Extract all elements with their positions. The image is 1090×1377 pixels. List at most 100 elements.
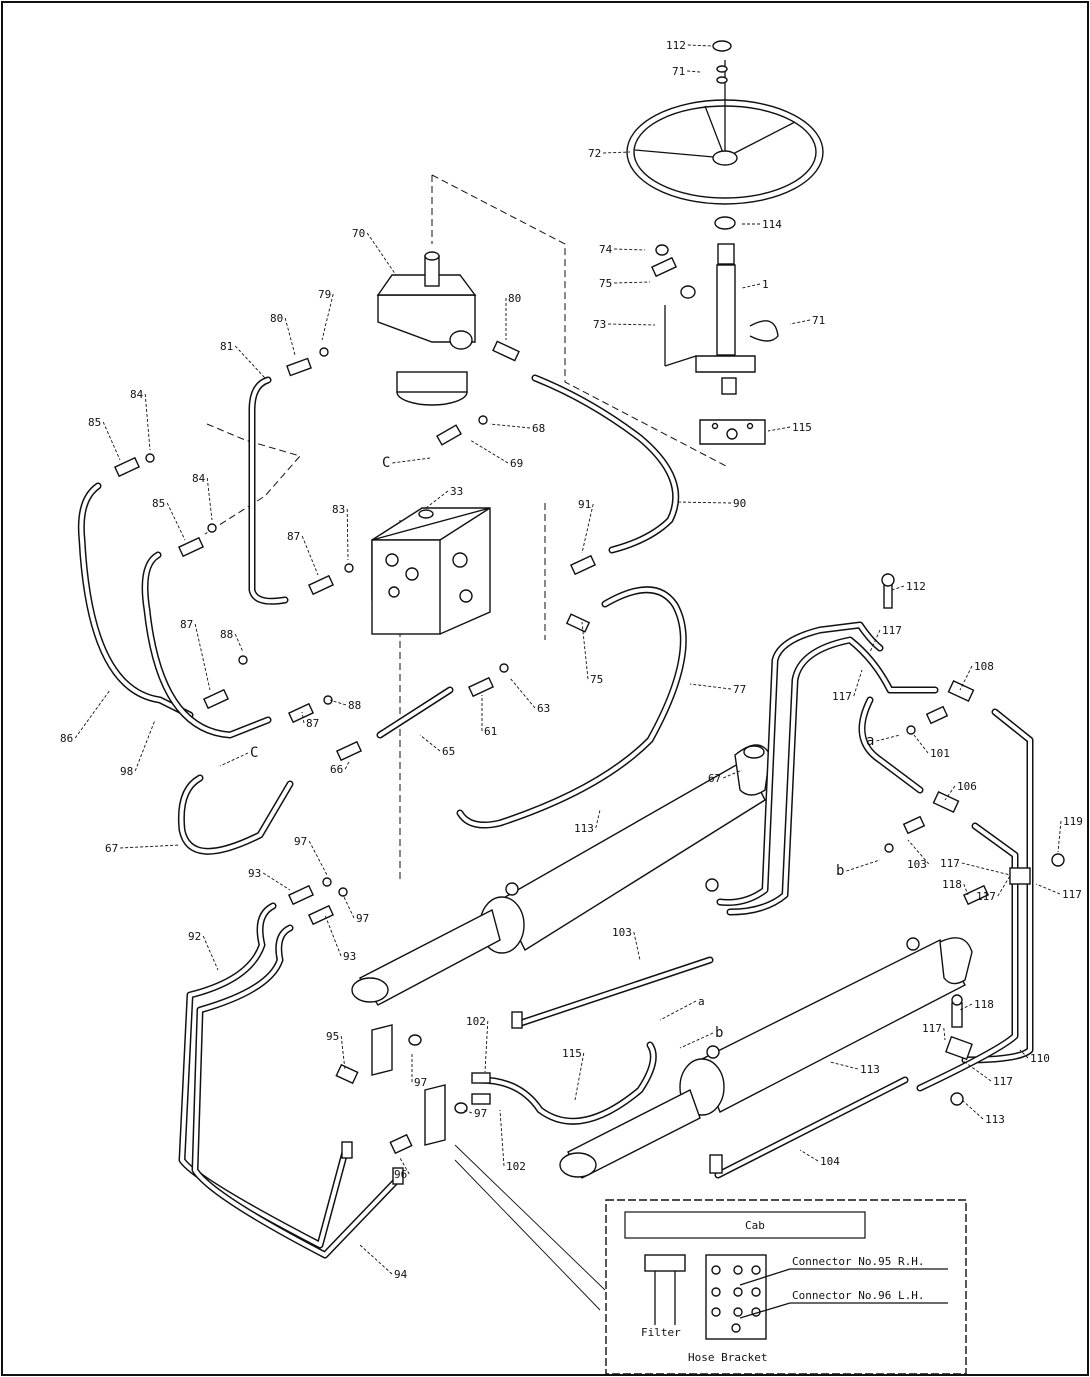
part-label: 88	[348, 699, 361, 712]
part-label: 93	[248, 867, 261, 880]
part-label: 33	[450, 485, 463, 498]
fittings	[113, 340, 597, 926]
leader-line	[499, 1109, 505, 1167]
leader-line	[595, 809, 601, 829]
leader-line	[284, 317, 296, 356]
part-label: 75	[599, 277, 612, 290]
part-label: 65	[442, 745, 455, 758]
part-label: 106	[957, 780, 977, 793]
leader-line	[329, 699, 347, 706]
part-label: 115	[562, 1047, 582, 1060]
part-label: 83	[332, 503, 345, 516]
leader-line	[262, 872, 291, 891]
leader-line	[687, 44, 713, 47]
part-label: 117	[993, 1075, 1013, 1088]
leader-line	[489, 423, 531, 429]
inset-panel: Cab Connector No.95 R.H. Connector No.96…	[605, 1199, 967, 1375]
part-label: 73	[593, 318, 606, 331]
steering-cylinder-right	[559, 937, 973, 1179]
leader-line	[74, 689, 111, 739]
part-label: 93	[343, 950, 356, 963]
part-label: 74	[599, 243, 613, 256]
part-label: 90	[733, 497, 746, 510]
leader-line	[425, 490, 449, 509]
part-label: 118	[974, 998, 994, 1011]
leader-line	[509, 677, 536, 709]
part-label: 114	[762, 218, 782, 231]
part-label: 103	[907, 858, 927, 871]
steering-valve-33	[371, 507, 491, 635]
inset-cab-label: Cab	[745, 1219, 765, 1232]
priority-valve-70	[376, 251, 477, 406]
leader-line	[961, 1059, 992, 1082]
leader-line	[741, 283, 761, 289]
leader-line	[799, 1149, 819, 1162]
leader-line	[321, 293, 334, 341]
leader-line	[907, 839, 930, 865]
leader-line	[959, 665, 973, 691]
part-label: a	[866, 733, 874, 749]
part-label: 110	[1030, 1052, 1050, 1065]
part-label: 117	[976, 890, 996, 903]
leader-line	[166, 502, 186, 541]
part-label: 85	[88, 416, 101, 429]
part-label: 117	[882, 624, 902, 637]
steering-cylinder-left	[351, 744, 771, 1006]
part-label: 113	[860, 1063, 880, 1076]
part-label: 84	[130, 388, 144, 401]
part-label: 66	[330, 763, 343, 776]
part-label: 98	[120, 765, 133, 778]
leader-line	[659, 1000, 697, 1021]
leader-line	[574, 1052, 585, 1101]
part-label: 87	[306, 717, 319, 730]
leader-line	[846, 859, 881, 872]
leader-line	[308, 840, 328, 876]
part-label: 80	[508, 292, 521, 305]
part-label: 97	[474, 1107, 487, 1120]
part-label: 80	[270, 312, 283, 325]
leader-line	[603, 151, 631, 154]
part-label: 1	[762, 278, 769, 291]
part-label: 87	[287, 530, 300, 543]
leader-line	[392, 457, 431, 464]
leader-line	[463, 1109, 473, 1114]
leader-line	[340, 1035, 346, 1071]
part-label: 63	[537, 702, 550, 715]
part-label: 81	[220, 340, 233, 353]
part-label: 75	[590, 673, 603, 686]
part-label: 117	[940, 857, 960, 870]
leader-line	[614, 281, 651, 284]
leader-line	[484, 1020, 489, 1073]
part-label: 117	[922, 1022, 942, 1035]
tubes-right	[476, 573, 1065, 1179]
part-label: 94	[394, 1268, 408, 1281]
part-label: 112	[906, 580, 926, 593]
leader-line	[219, 752, 249, 767]
leader-line	[346, 508, 349, 561]
part-label: 97	[414, 1076, 427, 1089]
leader-line	[943, 1027, 946, 1041]
leader-line	[1057, 820, 1062, 853]
leader-line	[342, 894, 355, 919]
leader-line	[829, 1061, 859, 1070]
part-label: 69	[510, 457, 523, 470]
part-label: b	[836, 863, 844, 879]
part-label: 117	[832, 690, 852, 703]
leader-line	[869, 629, 881, 653]
leader-line	[961, 862, 1011, 876]
leader-line	[675, 501, 732, 504]
part-label: C	[382, 455, 390, 471]
part-label: 102	[506, 1160, 526, 1173]
part-label: 87	[180, 618, 193, 631]
part-label: 61	[484, 725, 497, 738]
part-label: 115	[792, 421, 812, 434]
part-label: 88	[220, 628, 233, 641]
leader-line	[469, 439, 509, 464]
part-label: 86	[60, 732, 73, 745]
leader-line	[608, 323, 656, 326]
part-label: a	[698, 995, 705, 1008]
part-label: 71	[812, 314, 825, 327]
part-label: 103	[612, 926, 632, 939]
